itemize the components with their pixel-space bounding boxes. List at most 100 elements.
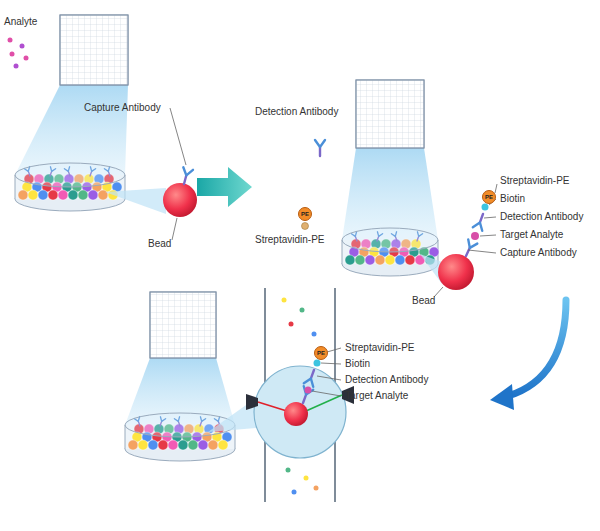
- callout-label: Streptavidin-PE: [255, 234, 324, 246]
- node-text: PE: [301, 211, 309, 217]
- callout-label: Biotin: [500, 193, 525, 205]
- dish-part: [138, 440, 148, 450]
- callout-label: Capture Antibody: [500, 247, 577, 259]
- detection-zone: [254, 366, 346, 458]
- arrow-head: [490, 384, 514, 410]
- leader-lines-part: [312, 391, 341, 396]
- dish-part: [58, 190, 68, 200]
- callout-label: Capture Antibody: [84, 102, 161, 114]
- well-plate-frame: [356, 80, 424, 148]
- dish: [342, 228, 439, 276]
- dish-part: [68, 190, 78, 200]
- biotin: [482, 204, 489, 211]
- dish-part: [148, 440, 158, 450]
- dish-part: [38, 190, 48, 200]
- leader-lines-part: [317, 376, 341, 380]
- laser-source: [246, 394, 258, 410]
- analyte-dots-part: [24, 56, 29, 61]
- analyte-dots: [8, 38, 29, 69]
- dish-part: [48, 190, 58, 200]
- flow-particles-part: [282, 298, 287, 303]
- biotin: [314, 360, 321, 367]
- well-plate-frame: [60, 15, 128, 85]
- pe-dye-circle: PE: [482, 190, 496, 204]
- leader-lines-part: [495, 184, 497, 193]
- leader-lines-part: [484, 217, 496, 218]
- dish-part: [15, 175, 16, 199]
- capture-antibody: [298, 386, 313, 404]
- dish-part: [28, 190, 38, 200]
- detection-antibody-icon: [315, 140, 325, 156]
- dish-part: [395, 255, 405, 265]
- callout-label: Streptavidin-PE: [500, 175, 569, 187]
- pe-dye-circle: PE: [314, 346, 328, 360]
- spotlight: [342, 148, 438, 240]
- leader-lines-part: [480, 235, 496, 236]
- dish-part: [18, 190, 28, 200]
- callout-label: Target Analyte: [345, 390, 408, 402]
- target-analyte: [471, 232, 479, 240]
- detection-antibody: [473, 212, 488, 230]
- target-analyte: [305, 387, 312, 394]
- node-text: PE: [317, 350, 325, 356]
- dish-part: [125, 425, 126, 449]
- dish-part: [342, 240, 343, 264]
- pe-dye-circle: PE: [298, 207, 312, 221]
- capture-antibody: [179, 167, 193, 185]
- bead: [284, 402, 308, 426]
- leader-lines-part: [327, 348, 341, 352]
- detection-antibody: [304, 368, 319, 386]
- flow-particles-part: [289, 322, 294, 327]
- node-text: PE: [485, 194, 493, 200]
- callout-label: Target Analyte: [500, 229, 563, 241]
- dish-part: [355, 255, 365, 265]
- leader-lines-part: [468, 250, 496, 253]
- bead: [438, 254, 474, 290]
- dish-part: [365, 255, 375, 265]
- leader-line: [172, 218, 177, 240]
- callout-label: Bead: [148, 238, 171, 250]
- flow-particles-part: [286, 468, 291, 473]
- dish-part: [78, 190, 88, 200]
- dish-part: [168, 440, 178, 450]
- capture-antibody: [461, 239, 477, 258]
- leader-line: [170, 108, 186, 165]
- dish-part: [98, 190, 108, 200]
- step-arrow: [197, 167, 252, 207]
- dish: [125, 413, 235, 461]
- callout-label: Analyte: [4, 16, 37, 28]
- dish-part: [375, 255, 385, 265]
- analyte-dots-part: [20, 44, 25, 49]
- callout-label: Detection Antibody: [345, 374, 428, 386]
- dish-part: [208, 440, 218, 450]
- flow-particles-part: [292, 490, 297, 495]
- dish-part: [178, 440, 188, 450]
- callout-label: Detection Antibody: [255, 106, 338, 118]
- well-plate-frame: [150, 292, 216, 358]
- dish-part: [405, 255, 415, 265]
- flow-particles-part: [314, 486, 319, 491]
- well-plate: [60, 15, 128, 85]
- flow-particles-part: [300, 308, 305, 313]
- dish-part: [15, 163, 125, 187]
- dish: [15, 163, 125, 211]
- spotlight: [15, 85, 128, 175]
- flow-particles-part: [304, 476, 309, 481]
- dish-part: [88, 190, 98, 200]
- panel-three: [125, 288, 354, 502]
- bead: [163, 183, 197, 217]
- flow-particles-part: [312, 332, 317, 337]
- step-arrow: [508, 300, 566, 396]
- leader-lines: [434, 184, 497, 297]
- callout-label: Bead: [412, 295, 435, 307]
- dish-part: [188, 440, 198, 450]
- dish-part: [198, 440, 208, 450]
- dish-part: [218, 440, 228, 450]
- callout-label: Detection Antibody: [500, 211, 583, 223]
- dish-part: [158, 440, 168, 450]
- well-plate: [356, 80, 424, 148]
- callout-label: Biotin: [345, 358, 370, 370]
- leader-lines-part: [321, 363, 341, 364]
